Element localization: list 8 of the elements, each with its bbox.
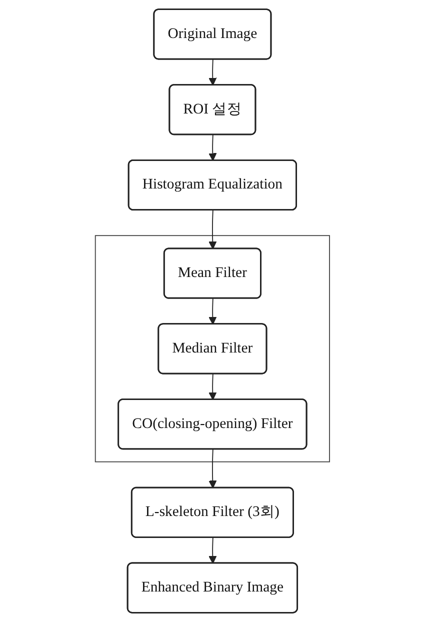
arrow: [208, 134, 216, 161]
arrow: [208, 59, 216, 86]
arrow: [208, 210, 216, 250]
cluster: [94, 235, 330, 462]
arrow: [208, 537, 216, 564]
arrow: [208, 374, 216, 400]
arrow: [208, 298, 216, 325]
arrow: [208, 448, 216, 488]
